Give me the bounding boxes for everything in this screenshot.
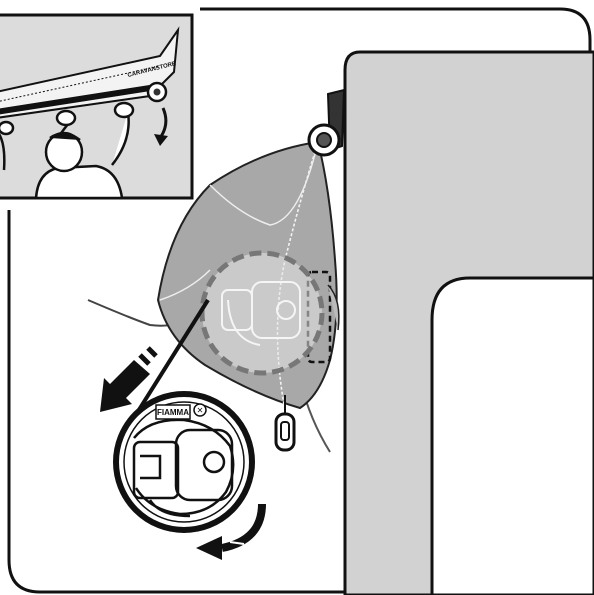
zoom-lens-icon: FIAMMA ✕	[116, 394, 252, 530]
crank-knob-icon	[309, 90, 344, 155]
brand-badge-text: FIAMMA	[157, 408, 189, 417]
inset-person-raising-awning: CARAVANSTORE	[0, 15, 192, 198]
highlight-circle	[202, 253, 322, 373]
window-opening	[432, 278, 594, 595]
badge-x-mark: ✕	[197, 406, 204, 415]
